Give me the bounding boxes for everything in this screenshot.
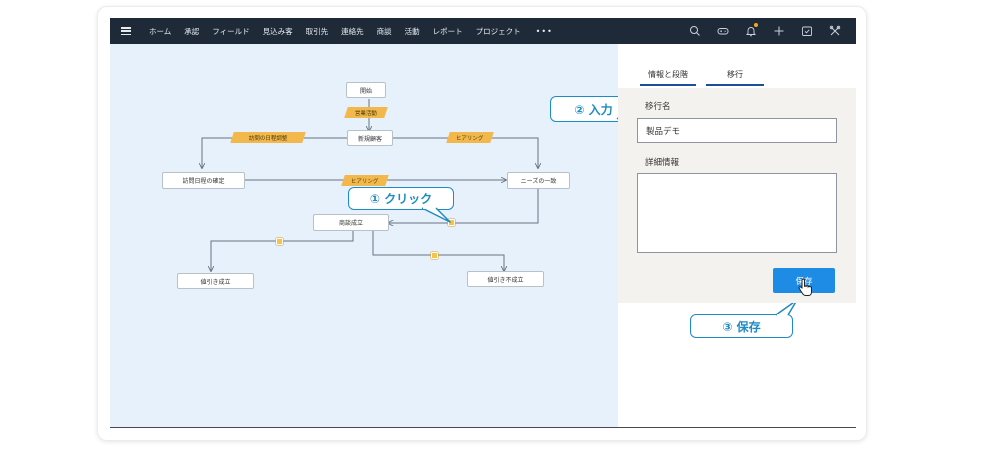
callout-click-tail <box>421 207 451 223</box>
menu-icon[interactable] <box>121 27 131 35</box>
calendar-icon[interactable] <box>800 24 814 38</box>
panel-tabs: 情報と段階 移行 <box>640 69 764 86</box>
detail-info-label: 詳細情報 <box>645 158 680 168</box>
panel-header <box>618 44 856 88</box>
transition-sales-activity[interactable]: 営業活動 <box>344 107 388 118</box>
search-icon[interactable] <box>688 24 702 38</box>
gamepad-icon[interactable] <box>716 24 730 38</box>
transition-name-label: 移行名 <box>645 102 671 112</box>
transition-name-input[interactable]: 製品デモ <box>637 118 837 143</box>
blueprint-canvas: 開始 営業活動 新規顧客 訪問の日程調整 ヒアリング 訪問日程の確定 ヒアリング… <box>110 44 618 427</box>
node-visit-confirm[interactable]: 訪問日程の確定 <box>162 172 245 189</box>
bell-icon[interactable] <box>744 23 758 38</box>
node-needs-match[interactable]: ニーズの一致 <box>507 172 570 189</box>
node-discount-lost[interactable]: 値引き不成立 <box>467 271 544 287</box>
tools-icon[interactable] <box>828 24 842 38</box>
node-deal-won[interactable]: 商談成立 <box>313 214 389 231</box>
transition-hearing-right[interactable]: ヒアリング <box>446 132 494 143</box>
callout-click: ① クリック <box>348 187 454 210</box>
nav-accounts[interactable]: 取引先 <box>305 26 329 36</box>
main-nav: ホーム 承認 フィールド 見込み客 取引先 連絡先 商談 活動 レポート プロジ… <box>149 26 553 37</box>
nav-deals[interactable]: 商談 <box>376 26 392 36</box>
node-start[interactable]: 開始 <box>346 82 386 98</box>
detail-info-textarea[interactable] <box>637 173 837 253</box>
nav-activities[interactable]: 活動 <box>404 26 420 36</box>
transition-visit-schedule[interactable]: 訪問の日程調整 <box>230 132 306 143</box>
nav-leads[interactable]: 見込み客 <box>262 26 293 36</box>
nav-reports[interactable]: レポート <box>432 26 463 36</box>
nav-approval[interactable]: 承認 <box>184 26 200 36</box>
nav-projects[interactable]: プロジェクト <box>475 26 521 36</box>
node-discount-won[interactable]: 値引き成立 <box>177 273 254 289</box>
top-navigation-bar: ホーム 承認 フィールド 見込み客 取引先 連絡先 商談 活動 レポート プロジ… <box>110 18 856 44</box>
flow-connectors <box>110 99 618 427</box>
bottom-divider <box>110 427 856 428</box>
node-new-customer[interactable]: 新規顧客 <box>347 130 393 146</box>
transition-add-point[interactable] <box>448 219 455 226</box>
nav-contacts[interactable]: 連絡先 <box>341 26 364 36</box>
plus-icon[interactable] <box>772 24 786 38</box>
nav-home[interactable]: ホーム <box>149 26 172 36</box>
transition-hearing-mid[interactable]: ヒアリング <box>341 175 389 186</box>
notification-badge <box>754 23 758 27</box>
toolbar-icons <box>674 23 842 38</box>
nav-more-icon[interactable]: ••• <box>535 26 553 36</box>
transition-add-point[interactable] <box>276 238 283 245</box>
callout-save: ③ 保存 <box>690 314 793 338</box>
tab-info-stage[interactable]: 情報と段階 <box>640 69 696 86</box>
hand-cursor-icon <box>798 278 812 296</box>
tab-transition[interactable]: 移行 <box>706 69 764 86</box>
transition-add-point[interactable] <box>431 252 438 259</box>
nav-field[interactable]: フィールド <box>212 26 250 36</box>
